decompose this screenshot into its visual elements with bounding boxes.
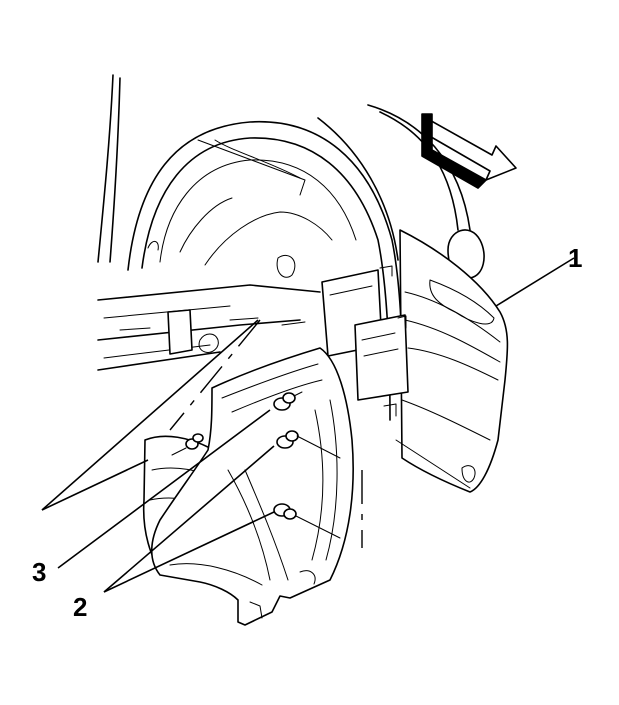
callout-2: 2 <box>73 592 87 622</box>
push-pin-retainer-icon <box>273 503 341 539</box>
push-pin-retainer-icon <box>273 391 303 411</box>
leader-line-3 <box>57 409 271 569</box>
callout-1: 1 <box>568 243 582 273</box>
wheelhouse-liner <box>150 347 354 626</box>
callout-3: 3 <box>32 557 46 587</box>
leader-line-front <box>41 459 149 511</box>
leader-lines <box>41 257 575 593</box>
inner-body-structure <box>97 284 321 371</box>
leader-line-1 <box>495 257 575 307</box>
push-pin-retainers <box>171 391 341 539</box>
leader-line-body <box>41 319 259 511</box>
leader-line-2a <box>103 445 275 593</box>
wheelhouse-opening <box>127 121 404 431</box>
leader-line-2b <box>103 511 275 593</box>
direction-arrow-icon <box>421 113 517 189</box>
rear-bumper-fascia <box>395 229 509 493</box>
push-pin-retainer-icon <box>171 433 204 456</box>
mounting-brackets <box>321 265 409 417</box>
push-pin-retainer-icon <box>276 430 341 459</box>
